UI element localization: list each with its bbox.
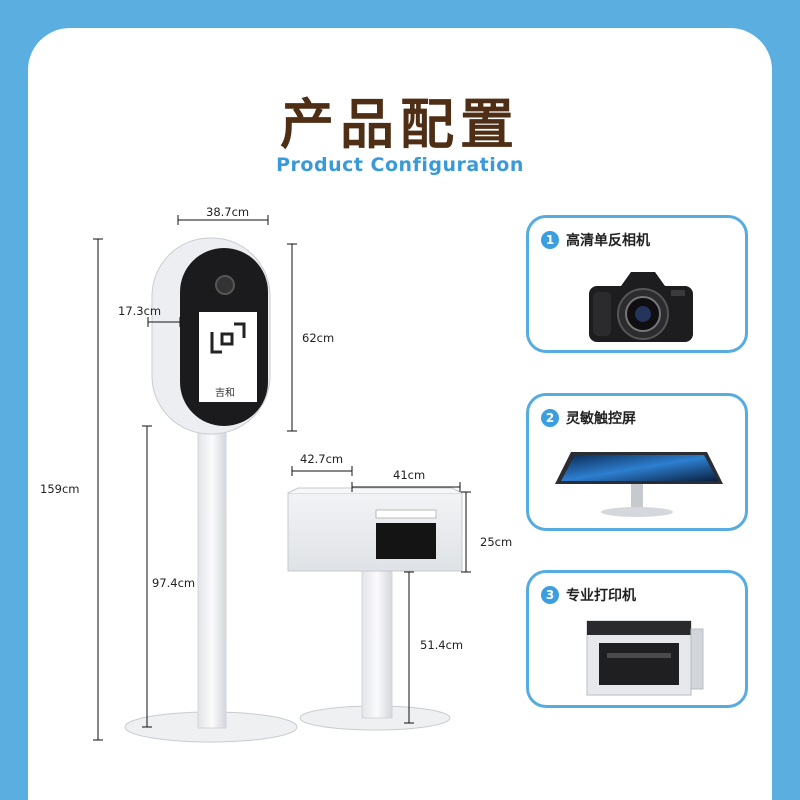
printer-station (287, 487, 463, 731)
dslr-camera-icon (589, 272, 693, 342)
photo-printer-icon (586, 620, 704, 696)
touch-screen-icon (555, 452, 723, 517)
dim-printer-stand-height: 51.4cm (420, 638, 464, 652)
dim-kiosk-depth: 17.3cm (118, 304, 162, 318)
dim-kiosk-total-height: 159cm (40, 482, 80, 496)
feature-card-printer: 3 专业打印机 (526, 570, 748, 708)
page-title: 产品配置 (280, 93, 520, 156)
feature-number-badge: 1 (541, 231, 559, 249)
scan-frame-icon (210, 322, 246, 354)
feature-label: 专业打印机 (566, 588, 636, 604)
page-subtitle: Product Configuration (276, 154, 524, 176)
dim-kiosk-head-height: 62cm (302, 331, 335, 345)
dimension-lines (93, 215, 471, 741)
feature-label: 高清单反相机 (566, 233, 650, 249)
kiosk-logo: 吉和 (215, 387, 235, 399)
feature-number-badge: 3 (541, 586, 559, 604)
dim-printer-depth: 42.7cm (300, 452, 344, 466)
feature-card-touchscreen: 2 灵敏触控屏 (526, 393, 748, 531)
feature-number-badge: 2 (541, 409, 559, 427)
feature-card-camera: 1 高清单反相机 (526, 215, 748, 353)
camera-lens-icon (215, 275, 235, 295)
dim-kiosk-stand-height: 97.4cm (152, 576, 196, 590)
dim-printer-width: 41cm (393, 468, 426, 482)
dim-printer-box-height: 25cm (480, 535, 513, 549)
feature-label: 灵敏触控屏 (566, 411, 636, 427)
dim-kiosk-width: 38.7cm (206, 205, 250, 219)
photo-booth-kiosk (124, 237, 298, 743)
